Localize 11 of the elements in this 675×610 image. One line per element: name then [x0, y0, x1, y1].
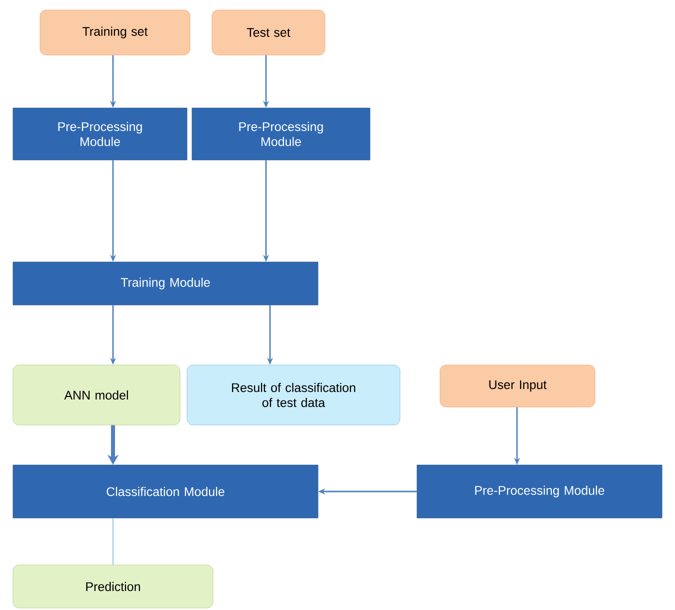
input-box: User Input — [440, 364, 596, 408]
output-box: Prediction — [12, 564, 214, 608]
input-box: Test set — [212, 10, 326, 56]
process-box: Training Module — [12, 262, 318, 306]
input-box: Training set — [40, 10, 190, 56]
process-box: Pre-Processing Module — [416, 464, 662, 518]
output-box: Result of classification of test data — [186, 364, 400, 426]
process-box: Classification Module — [12, 464, 318, 518]
output-box: ANN model — [12, 364, 180, 426]
process-box: Pre-Processing Module — [12, 108, 188, 160]
process-box: Pre-Processing Module — [192, 108, 370, 160]
